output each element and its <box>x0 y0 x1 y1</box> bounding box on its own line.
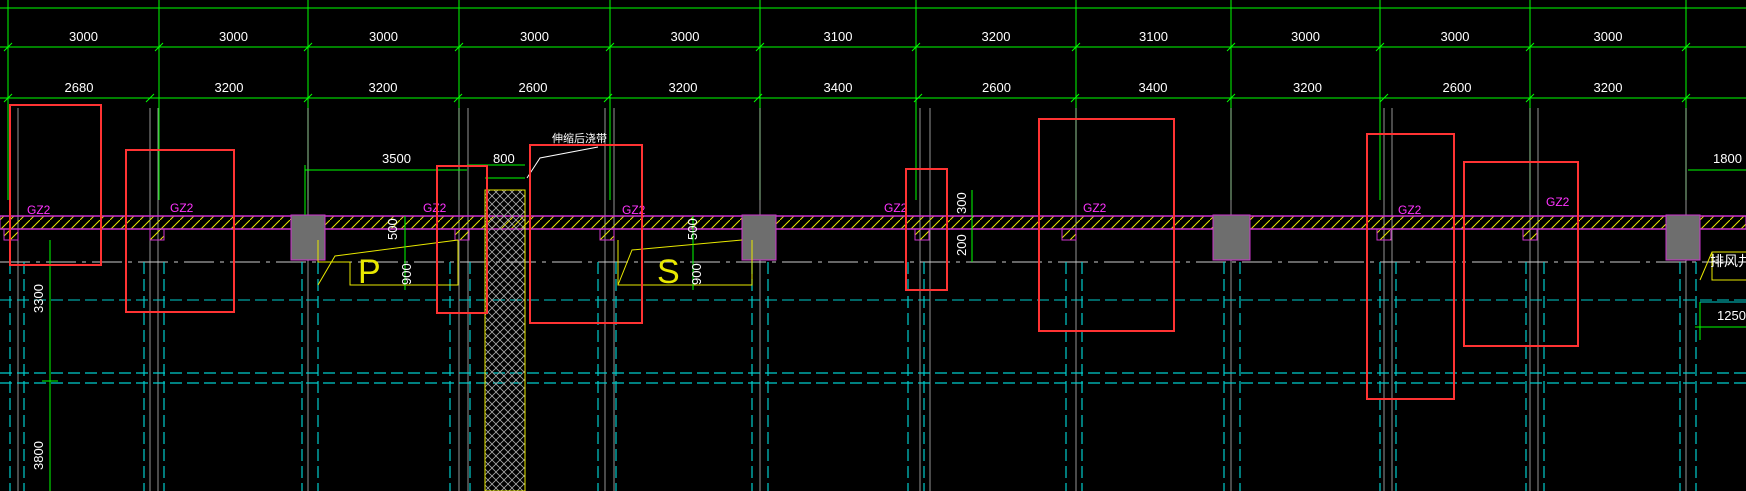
dimension-tick <box>154 42 164 52</box>
dimension-tick <box>3 42 13 52</box>
exhaust-shaft: 排风井 <box>1699 251 1746 281</box>
dimension-label-row2: 2600 <box>1443 80 1472 95</box>
dimension-label-row1: 3000 <box>520 29 549 44</box>
dimension-label-row2: 3200 <box>669 80 698 95</box>
highlight-boxes <box>9 104 1579 400</box>
dimension-800: 800 <box>493 151 515 166</box>
dimension-label-row1: 3000 <box>671 29 700 44</box>
dimension-tick <box>303 42 313 52</box>
tag-gz2: GZ2 <box>884 201 908 215</box>
dimension-tick <box>1525 93 1535 103</box>
tag-gz2: GZ2 <box>1398 203 1422 217</box>
dimension-label-row2: 3400 <box>824 80 853 95</box>
highlight-box <box>1463 161 1579 347</box>
highlight-box <box>125 149 235 313</box>
column <box>290 214 326 261</box>
dimension-tick <box>1375 42 1385 52</box>
dimension-tick <box>145 93 155 103</box>
dimension-tick <box>605 42 615 52</box>
dimension-label-row1: 3100 <box>824 29 853 44</box>
dimension-tick <box>454 42 464 52</box>
dimension-tick <box>603 93 613 103</box>
room-label-s: S <box>657 253 680 291</box>
dimension-label-row1: 3000 <box>69 29 98 44</box>
dimension-label-row2: 2680 <box>65 80 94 95</box>
dimension-1250: 1250 <box>1717 308 1746 323</box>
highlight-box <box>436 165 488 314</box>
dimension-label-row1: 3000 <box>1291 29 1320 44</box>
dimension-tick <box>1071 42 1081 52</box>
room-label-p: P <box>358 253 381 291</box>
dimension-label-row1: 3000 <box>219 29 248 44</box>
dimension-tick <box>1226 42 1236 52</box>
dimension-tick <box>753 93 763 103</box>
dimension-1800: 1800 <box>1713 151 1742 166</box>
gz-tags: GZ2 GZ2 GZ2 GZ2 GZ2 GZ2 GZ2 GZ2 <box>27 195 1570 217</box>
dimension-3300: 3300 <box>31 284 46 313</box>
structural-columns <box>290 214 1701 261</box>
highlight-box <box>9 104 102 266</box>
dimension-row-2: 2680 3200 3200 2600 3200 3400 2600 3400 3200 2600… <box>0 80 1746 103</box>
dimension-tick <box>1525 42 1535 52</box>
tag-gz2: GZ2 <box>170 201 194 215</box>
dimension-label-row1: 3100 <box>1139 29 1168 44</box>
tag-gz2: GZ2 <box>1083 201 1107 215</box>
dimension-3800: 3800 <box>31 441 46 470</box>
column <box>741 214 777 261</box>
dimension-tick <box>911 42 921 52</box>
tag-gz2: GZ2 <box>27 203 51 217</box>
dimension-900-left: 900 <box>399 263 414 285</box>
dimension-label-row2: 3400 <box>1139 80 1168 95</box>
label-exhaust-shaft: 排风井 <box>1710 254 1746 270</box>
dimension-900-right: 900 <box>689 263 704 285</box>
local-dimensions: 3500 800 伸缩后浇带 500 900 500 900 300 200 1… <box>31 132 1746 491</box>
dimension-tick <box>303 93 313 103</box>
tag-gz2: GZ2 <box>1546 195 1570 209</box>
dimension-row-1: 3000 3000 3000 3000 3000 3100 3200 3100 3000 3000… <box>0 29 1746 52</box>
highlight-box <box>905 168 948 291</box>
expansion-joint-strip <box>484 189 526 491</box>
dimension-label-row2: 2600 <box>982 80 1011 95</box>
room-outlines: P S <box>317 239 753 291</box>
dimension-tick <box>3 93 13 103</box>
dimension-label-row1: 3000 <box>1441 29 1470 44</box>
dimension-200: 200 <box>954 234 969 256</box>
dimension-tick <box>453 93 463 103</box>
dimension-label-row2: 3200 <box>369 80 398 95</box>
highlight-box <box>1366 133 1455 400</box>
column <box>1212 214 1251 261</box>
dimension-label-row2: 3200 <box>1594 80 1623 95</box>
dimension-label-row1: 3000 <box>1594 29 1623 44</box>
beam-lines <box>0 299 1746 384</box>
dimension-3500: 3500 <box>382 151 411 166</box>
dimension-label-row2: 2600 <box>519 80 548 95</box>
dimension-tick <box>1226 93 1236 103</box>
highlight-box <box>1038 118 1175 332</box>
dimension-tick <box>1681 93 1691 103</box>
dimension-tick <box>913 93 923 103</box>
highlight-box <box>529 144 643 324</box>
dimension-tick <box>1070 93 1080 103</box>
tag-gz2: GZ2 <box>423 201 447 215</box>
dimension-label-row1: 3000 <box>369 29 398 44</box>
dimension-tick <box>755 42 765 52</box>
dimension-500-left: 500 <box>385 218 400 240</box>
dimension-label-row2: 3200 <box>1293 80 1322 95</box>
dimension-500-right: 500 <box>685 218 700 240</box>
dimension-label-row1: 3200 <box>982 29 1011 44</box>
wall-strip <box>0 215 1746 230</box>
dimension-tick <box>1681 42 1691 52</box>
dimension-label-row2: 3200 <box>215 80 244 95</box>
column <box>1665 214 1701 261</box>
tag-gz2: GZ2 <box>622 203 646 217</box>
label-expansion-joint: 伸缩后浇带 <box>552 132 607 145</box>
dimension-tick <box>1379 93 1389 103</box>
dimension-300: 300 <box>954 192 969 214</box>
column-beam-lines <box>9 262 1697 491</box>
